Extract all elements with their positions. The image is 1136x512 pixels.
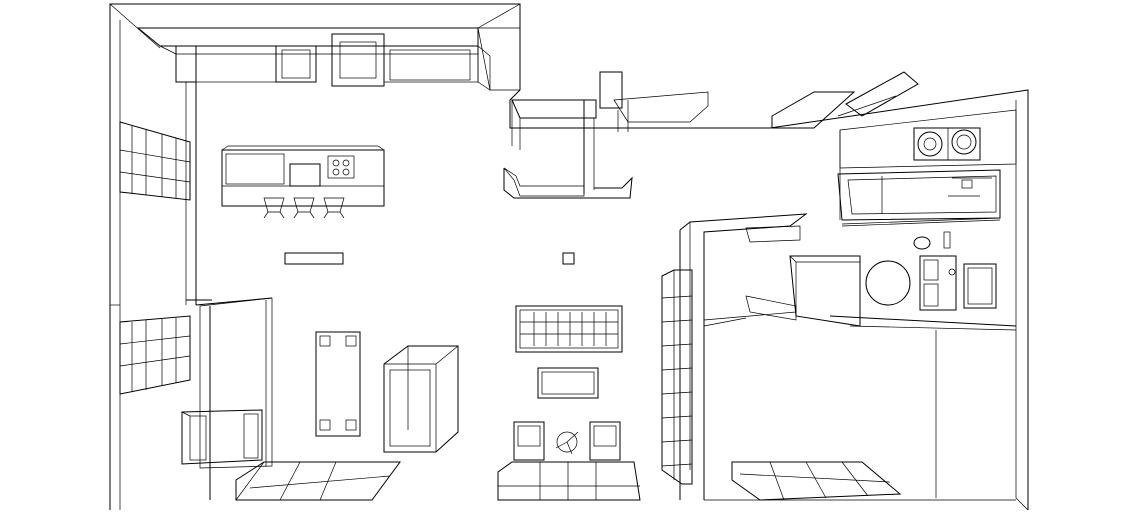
side-table: [555, 431, 579, 455]
round-shower: [865, 260, 911, 306]
central-partition: [503, 71, 709, 199]
armchair-left: [513, 421, 545, 461]
bathroom-walls: [789, 109, 1017, 498]
lower-left-cabinet: [181, 409, 263, 465]
kitchen-island: [221, 145, 385, 207]
top-right-ledges: [771, 71, 919, 129]
left-window-upper: [119, 121, 191, 201]
interior-wall-right: [679, 213, 808, 500]
tub-fringe: [841, 217, 1001, 227]
armchair-right: [589, 421, 621, 461]
toilet: [913, 231, 951, 250]
bathtub: [837, 169, 1001, 221]
washer-dryer: [913, 127, 981, 161]
bottom-window-center: [497, 461, 641, 501]
coffee-table: [537, 367, 599, 399]
left-interior-wall: [185, 81, 273, 306]
bookshelf: [661, 269, 693, 485]
sofa: [515, 305, 623, 353]
glass-cabinet: [383, 345, 459, 453]
upper-cabinets: [136, 27, 521, 91]
bar-stools: [263, 197, 345, 219]
bottom-window-right: [731, 461, 902, 501]
floor-objects: [284, 252, 575, 265]
vanity-sink: [919, 255, 997, 311]
dining-table: [315, 331, 361, 437]
bottom-window-left: [235, 461, 401, 501]
left-window-lower: [119, 315, 191, 395]
entry-door-frame: [199, 297, 273, 500]
